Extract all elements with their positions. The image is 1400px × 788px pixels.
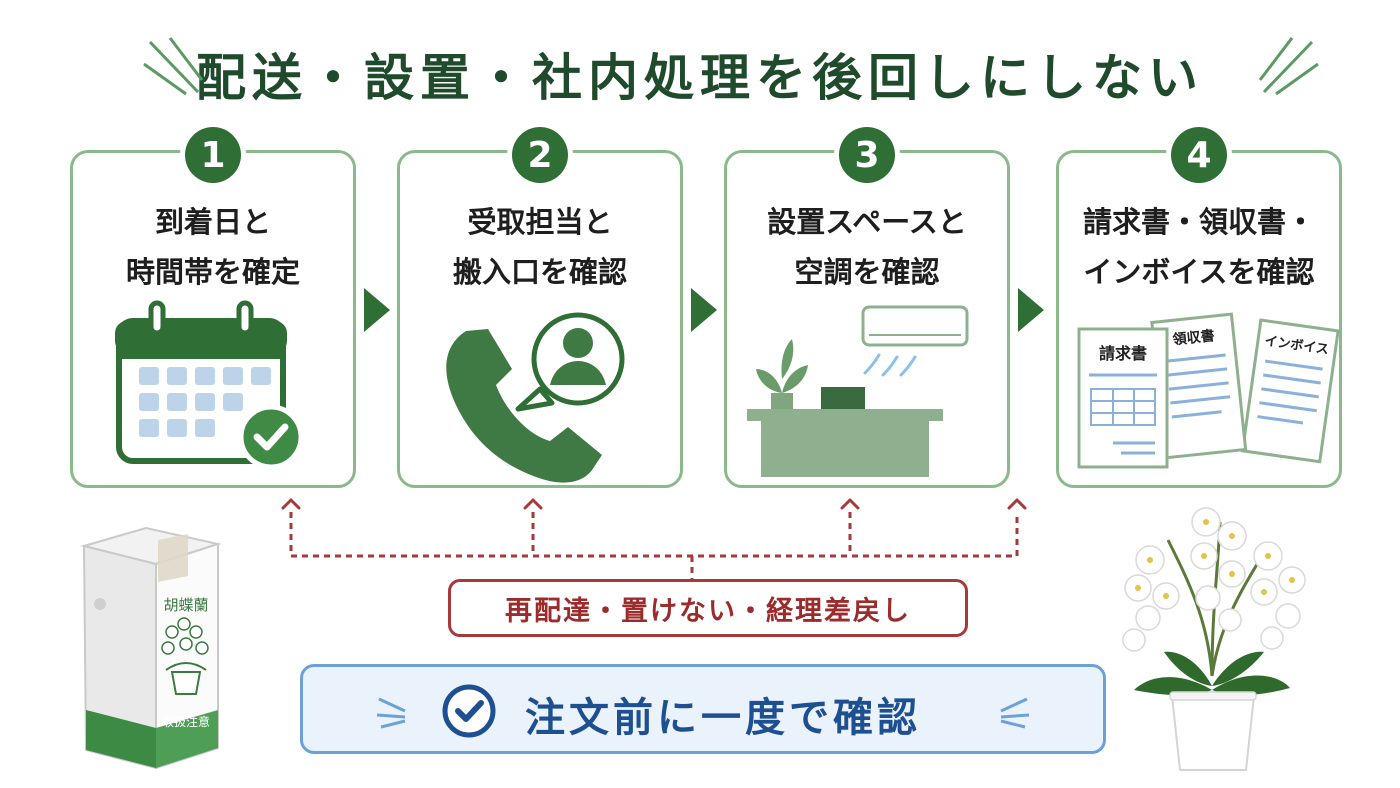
box-label: 胡蝶蘭 [163,596,208,614]
step-number: 4 [1171,127,1227,183]
step-card-2: 2 受取担当と搬入口を確認 [397,127,683,488]
sparkle-left-icon [376,697,406,729]
step-arrow-icon [1018,288,1044,332]
calendar-check-icon [115,300,304,470]
documents-icon: インボイス 領収書 請求書 [1077,312,1340,469]
step-number: 2 [512,127,568,183]
step-card-3: 3 設置スペースと空調を確認 [724,127,1010,488]
right-burst-icon [1258,37,1319,96]
step-title: 到着日と時間帯を確定 [125,205,300,289]
orchid-box-illustration: 胡蝶蘭 取扱注意 [80,526,222,770]
check-circle-icon [442,684,496,738]
step-number: 3 [839,127,895,183]
step-title: 受取担当と搬入口を確認 [452,205,627,289]
confirm-banner: 注文前に一度で確認 [300,664,1106,754]
sparkle-right-icon [1000,697,1030,729]
box-caution: 取扱注意 [162,714,210,729]
office-aircon-icon [747,305,969,477]
step-title: 設置スペースと空調を確認 [767,205,967,289]
step-arrow-icon [691,288,717,332]
step-number: 1 [185,127,241,183]
problem-warning-box: 再配達・置けない・経理差戻し [448,579,968,637]
step-card-1: 1 到着日と時間帯を確定 [70,127,356,488]
invoice-label: 請求書 [1099,344,1147,363]
receipt-label: 領収書 [1172,327,1216,348]
phone-person-icon [446,312,625,483]
confirm-text: 注文前に一度で確認 [525,695,921,741]
step-title: 請求書・領収書・インボイスを確認 [1082,205,1315,289]
left-burst-icon [143,37,204,96]
potted-orchid-illustration [1122,507,1306,771]
step-card-4: 4 請求書・領収書・インボイスを確認 インボイス 領収書 請求書 [1056,127,1342,488]
page-title: 配送・設置・社内処理を後回しにしない [196,49,1204,107]
step-arrow-icon [364,288,390,332]
